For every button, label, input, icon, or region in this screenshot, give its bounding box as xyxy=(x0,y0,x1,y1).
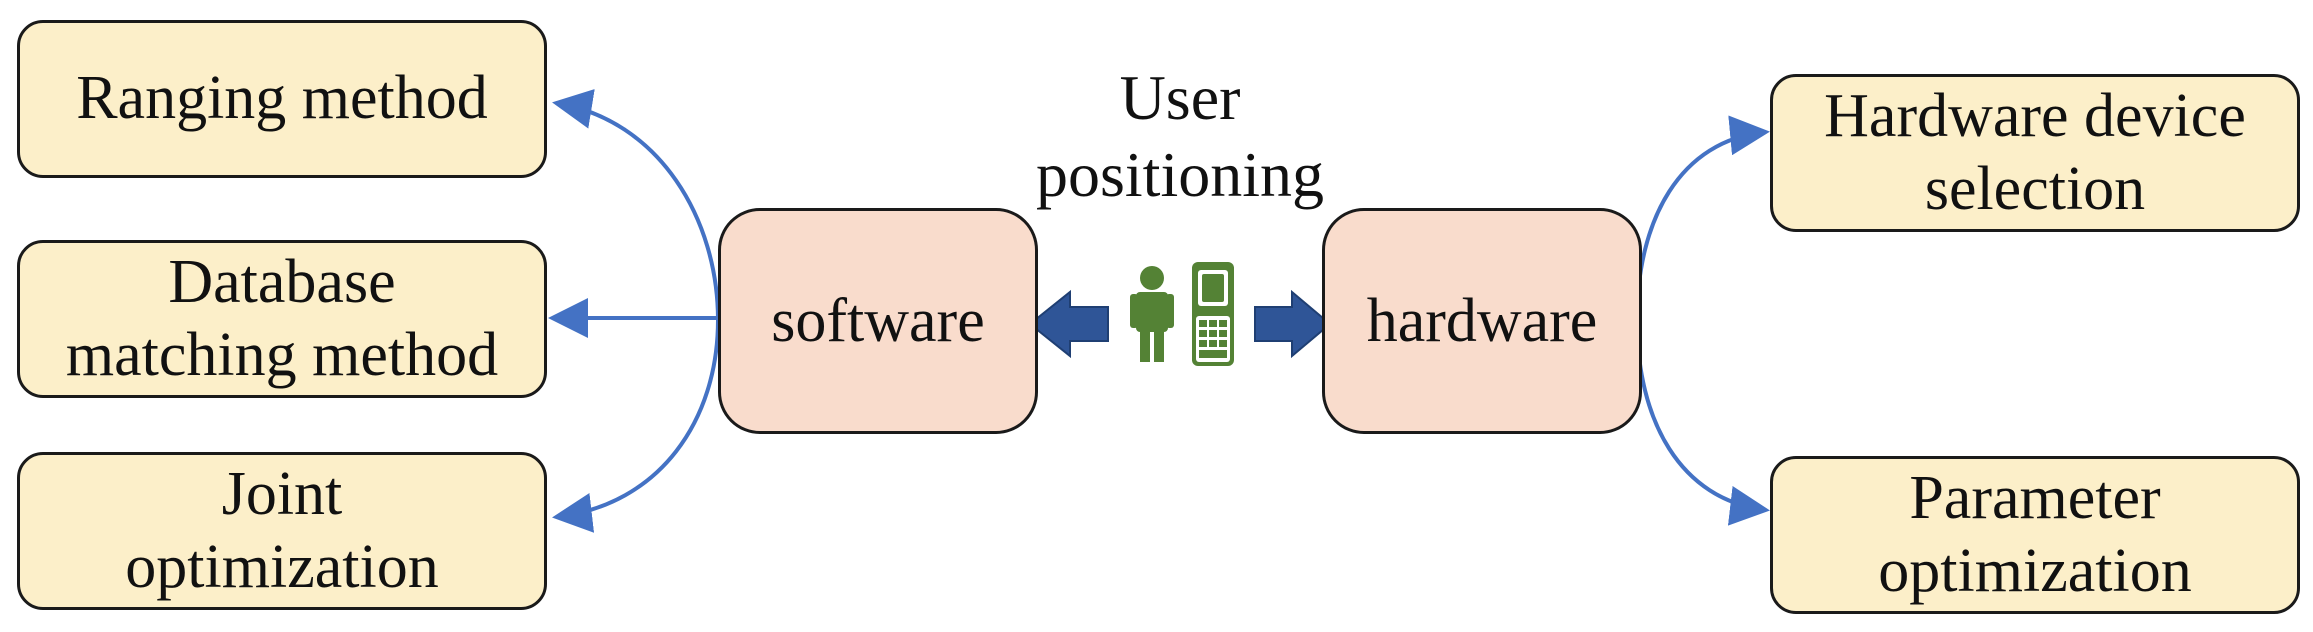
mobile-phone-icon xyxy=(1192,262,1234,366)
database-matching-line-1: Database xyxy=(168,247,396,316)
joint-optimization-line-1: Joint xyxy=(221,459,343,528)
block-arrow-to-software xyxy=(1028,289,1109,359)
database-matching-box: Database matching method xyxy=(17,240,547,398)
parameter-optimization-line-2: optimization xyxy=(1878,537,2192,605)
connector-hardware-to-parameter xyxy=(1635,319,1770,526)
parameter-optimization-box: Parameter optimization xyxy=(1770,456,2300,614)
hardware-device-selection-line-1: Hardware device xyxy=(1824,81,2246,150)
connector-software-to-joint xyxy=(552,319,720,533)
software-label: software xyxy=(771,286,985,355)
diagram-title: User positioning xyxy=(1000,60,1360,214)
hardware-device-selection-line-2: selection xyxy=(1924,155,2146,223)
parameter-optimization-line-1: Parameter xyxy=(1909,463,2161,532)
hardware-box: hardware xyxy=(1322,208,1642,434)
database-matching-line-2: matching method xyxy=(65,321,499,389)
connector-software-to-ranging xyxy=(552,89,720,321)
ranging-method-box: Ranging method xyxy=(17,20,547,178)
joint-optimization-box: Joint optimization xyxy=(17,452,547,610)
block-arrow-to-hardware xyxy=(1254,289,1332,359)
person-icon xyxy=(1130,266,1174,362)
title-line-2: positioning xyxy=(1035,138,1325,210)
title-line-1: User xyxy=(1119,62,1241,133)
hardware-label: hardware xyxy=(1366,286,1598,355)
joint-optimization-line-2: optimization xyxy=(125,533,439,601)
software-box: software xyxy=(718,208,1038,434)
connector-hardware-to-device-selection xyxy=(1635,115,1770,321)
ranging-method-label: Ranging method xyxy=(76,64,488,133)
hardware-device-selection-box: Hardware device selection xyxy=(1770,74,2300,232)
